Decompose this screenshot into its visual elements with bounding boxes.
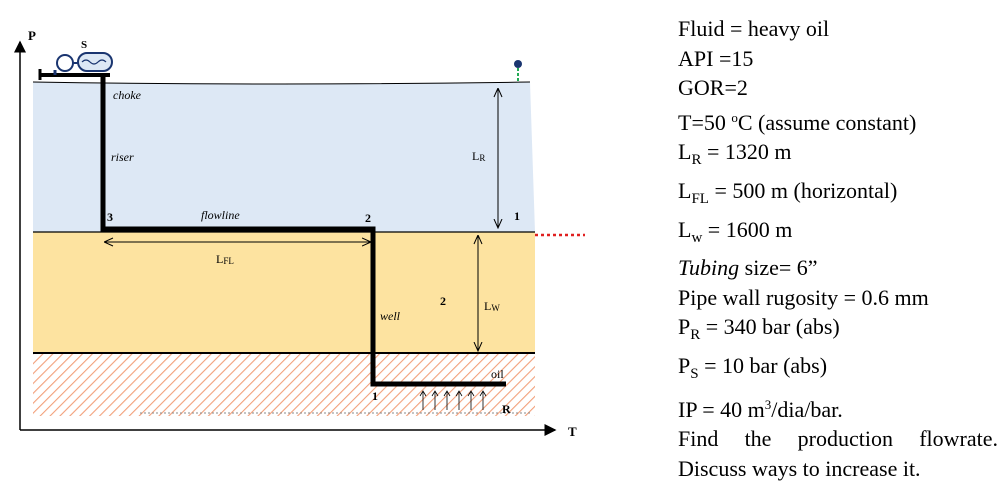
separator-label: S bbox=[81, 39, 87, 51]
axis-x-label: T bbox=[568, 424, 577, 439]
separator-icon bbox=[38, 52, 113, 80]
temperature-line: T=50 oC (assume constant) bbox=[678, 109, 917, 135]
choke-label: choke bbox=[113, 88, 142, 102]
lw-label: LW bbox=[484, 299, 500, 313]
point-3-label: 3 bbox=[107, 210, 113, 224]
sea-layer bbox=[33, 82, 535, 232]
oil-label: oil bbox=[491, 367, 504, 381]
lfl-label: LFL bbox=[216, 252, 234, 266]
point-1-upper-label: 1 bbox=[514, 209, 520, 223]
rugosity-line: Pipe wall rugosity = 0.6 mm bbox=[678, 284, 929, 310]
api-line: API =15 bbox=[678, 45, 754, 71]
gor-line: GOR=2 bbox=[678, 75, 748, 101]
point-1-lower-label: 1 bbox=[372, 389, 378, 403]
lfl-line: LFL = 500 m (horizontal) bbox=[678, 177, 898, 207]
reservoir-label: R bbox=[502, 402, 511, 416]
lr-label: LR bbox=[472, 149, 485, 163]
point-2-upper-label: 2 bbox=[365, 211, 371, 225]
location-marker-icon bbox=[514, 60, 522, 82]
ip-line: IP = 40 m3/dia/bar. bbox=[678, 396, 843, 422]
well-system-diagram: P T S LR LFL LW choke riser flowline wel… bbox=[14, 28, 585, 439]
discuss-line: Discuss ways to increase it. bbox=[678, 455, 921, 481]
ps-line: PS = 10 bar (abs) bbox=[678, 352, 828, 382]
tubing-line: Tubing size= 6” bbox=[678, 255, 818, 281]
lw-line: Lw = 1600 m bbox=[678, 216, 793, 246]
pr-line: PR = 340 bar (abs) bbox=[678, 314, 840, 344]
inflow-arrows-icon bbox=[419, 390, 487, 410]
sediment-layer bbox=[33, 232, 535, 353]
fluid-line: Fluid = heavy oil bbox=[678, 16, 830, 41]
point-2-lower-label: 2 bbox=[440, 294, 446, 308]
riser-label: riser bbox=[111, 150, 134, 164]
axis-y-label: P bbox=[28, 28, 36, 43]
lr-line: LR = 1320 m bbox=[678, 139, 792, 169]
flowline-label: flowline bbox=[201, 208, 240, 222]
production-pipe bbox=[100, 73, 506, 387]
problem-statement: Fluid = heavy oil API =15 GOR=2 T=50 oC … bbox=[678, 14, 998, 483]
well-label: well bbox=[380, 309, 401, 323]
